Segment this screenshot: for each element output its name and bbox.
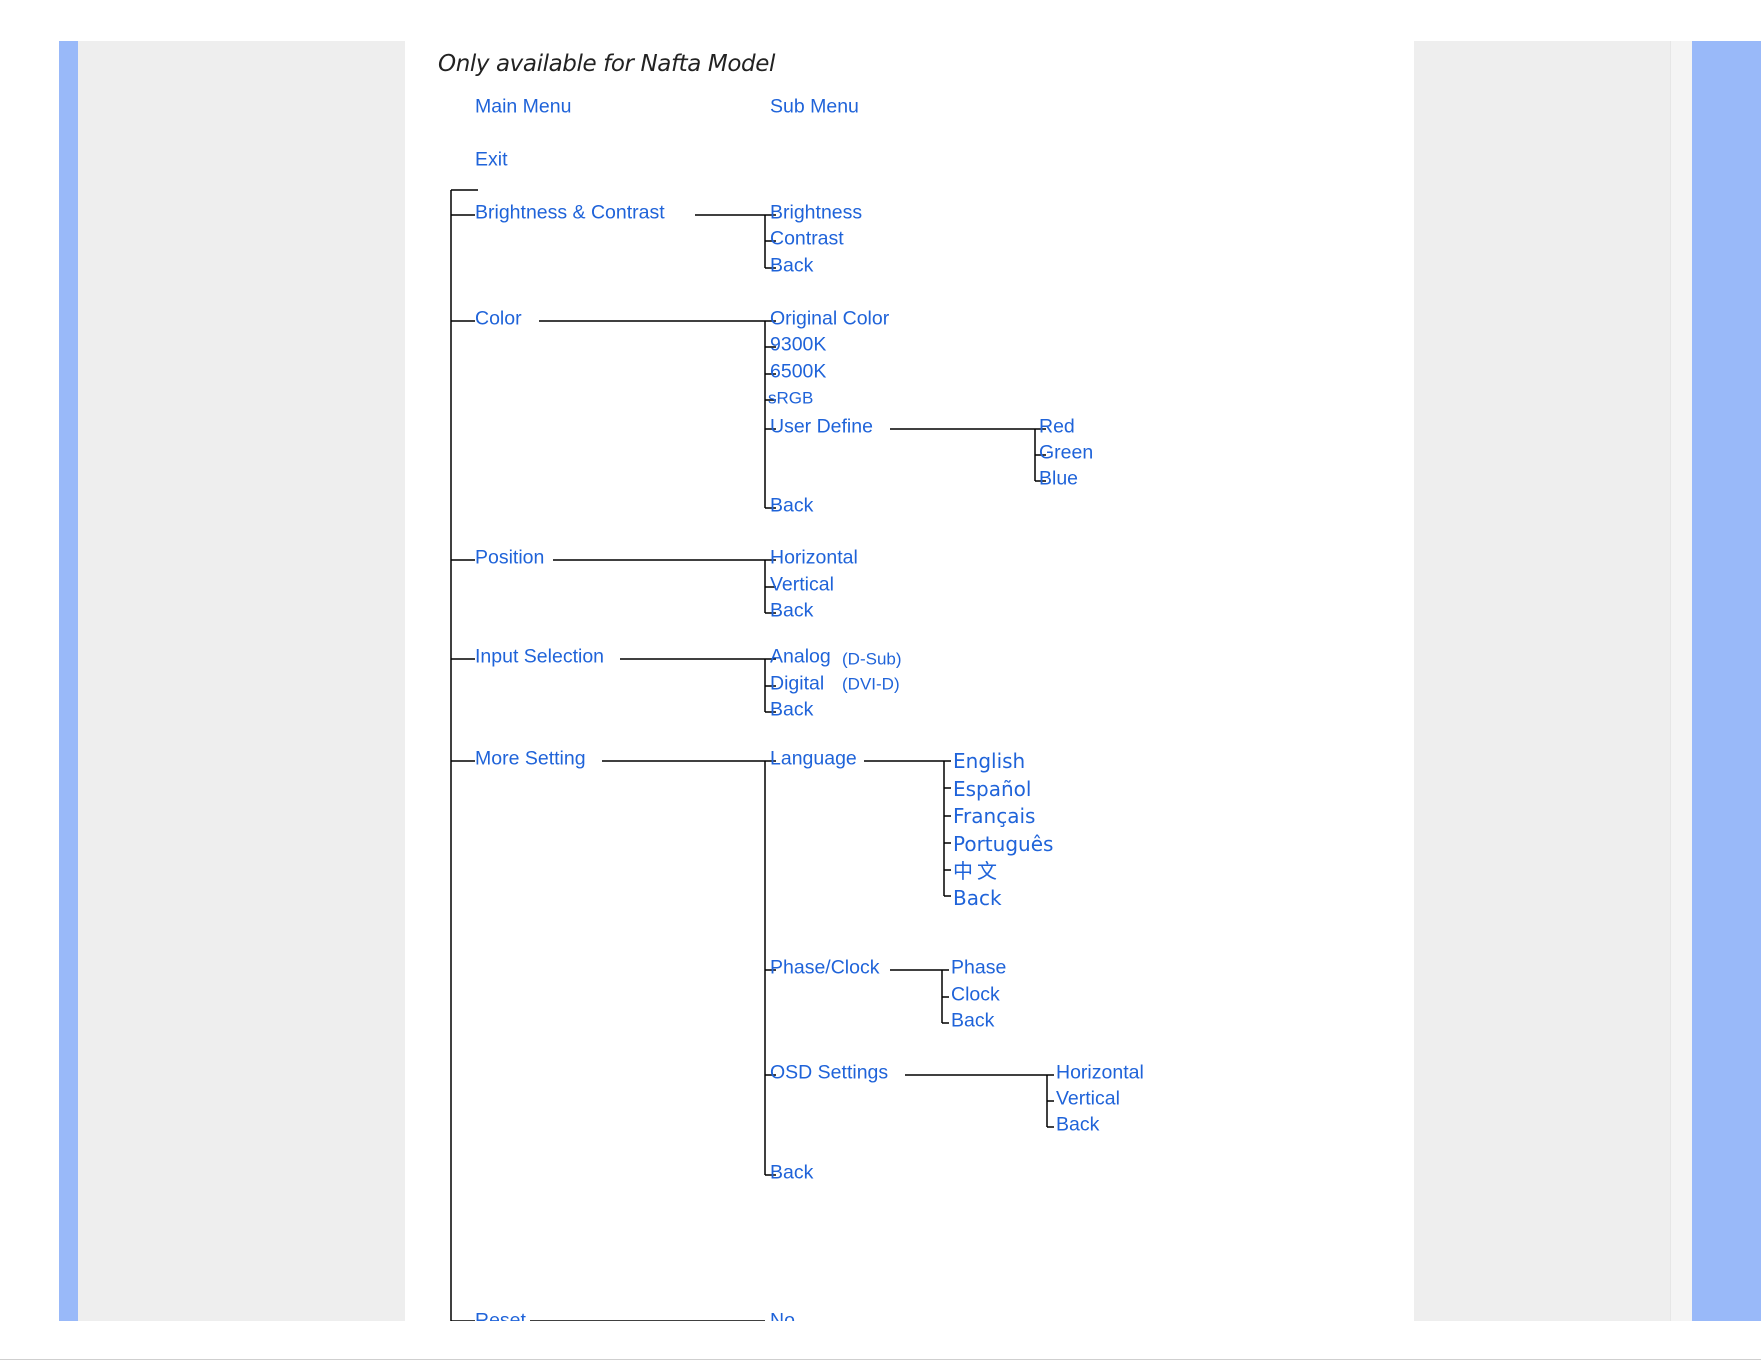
submenu-item: Vertical (770, 573, 834, 596)
header-main-menu: Main Menu (475, 95, 572, 118)
submenu-item: 9300K (770, 333, 827, 356)
language-item: 中文 (953, 859, 1001, 883)
submenu-item: Brightness (770, 201, 863, 224)
menu-reset: Reset (475, 1309, 526, 1321)
left-blue-border (59, 41, 78, 1321)
menu-tree-lines (450, 189, 1054, 1321)
phase-clock-item: Clock (951, 983, 1000, 1006)
phase-clock-item: Phase (951, 956, 1007, 979)
phase-clock-item: Back (951, 1009, 995, 1032)
submenu-item: Contrast (770, 227, 844, 250)
submenu-item: Phase/Clock (770, 956, 880, 979)
submenu-item: User Define (770, 415, 873, 438)
language-item: Back (953, 886, 1002, 910)
submenu-item: Back (770, 1161, 814, 1184)
page-title: Only available for Nafta Model (438, 51, 775, 77)
osd-settings-item: Vertical (1056, 1087, 1120, 1110)
menu-more-setting: More Setting (475, 747, 586, 770)
language-item: Português (953, 832, 1054, 856)
submenu-item: Language (770, 747, 857, 770)
menu-input-selection: Input Selection (475, 645, 605, 668)
right-blue-border (1692, 41, 1761, 1321)
submenu-item: sRGB (768, 388, 814, 408)
osd-settings-item: Back (1056, 1113, 1100, 1136)
user-define-item: Green (1039, 441, 1094, 464)
submenu-item: Original Color (770, 307, 890, 330)
user-define-item: Red (1039, 415, 1075, 438)
user-define-item: Blue (1039, 467, 1079, 490)
submenu-item: Analog (770, 645, 831, 668)
scrollbar-track[interactable] (1670, 41, 1693, 1321)
header-sub-menu: Sub Menu (770, 95, 859, 118)
submenu-item: Digital (770, 672, 825, 695)
left-gray-margin (78, 41, 405, 1321)
submenu-item: Back (770, 494, 814, 517)
input-note: (DVI-D) (842, 674, 900, 694)
submenu-item: Back (770, 599, 814, 622)
language-item: Français (953, 804, 1036, 828)
language-item: English (953, 749, 1026, 773)
submenu-item: Back (770, 698, 814, 721)
menu-color: Color (475, 307, 522, 330)
submenu-item: OSD Settings (770, 1061, 889, 1084)
submenu-item: No (770, 1309, 795, 1321)
bottom-divider (0, 1359, 1761, 1360)
osd-settings-item: Horizontal (1056, 1061, 1144, 1084)
menu-position: Position (475, 546, 545, 569)
submenu-item: Horizontal (770, 546, 858, 569)
submenu-item: Back (770, 254, 814, 277)
language-item: Español (953, 777, 1032, 801)
right-gray-margin (1414, 41, 1692, 1321)
submenu-item: 6500K (770, 360, 827, 383)
input-note: (D-Sub) (842, 649, 902, 669)
menu-exit: Exit (475, 148, 508, 171)
document-page: Only available for Nafta Model (405, 41, 1414, 1321)
menu-brightness-contrast: Brightness & Contrast (475, 201, 665, 224)
